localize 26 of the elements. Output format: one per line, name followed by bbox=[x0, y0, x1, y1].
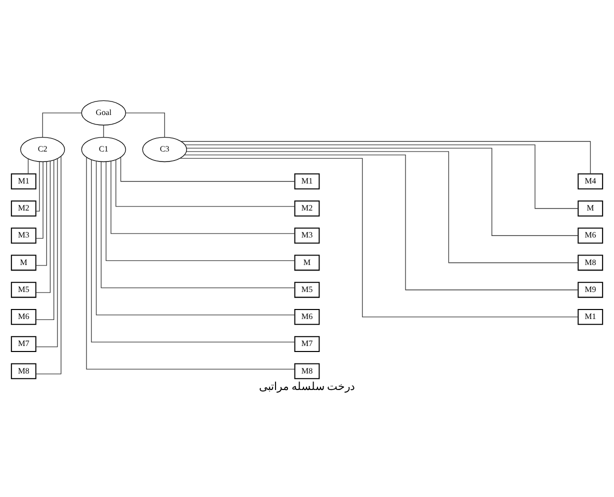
connector bbox=[36, 161, 40, 212]
connector bbox=[42, 112, 82, 138]
connector bbox=[103, 124, 104, 138]
connector bbox=[120, 156, 296, 182]
connector bbox=[36, 156, 62, 374]
connector bbox=[100, 161, 296, 288]
connector bbox=[186, 148, 578, 236]
connector bbox=[184, 144, 578, 209]
caption: درخت سلسله مراتبی bbox=[258, 381, 356, 394]
connector bbox=[106, 162, 296, 262]
connector bbox=[91, 160, 296, 342]
connector bbox=[36, 158, 58, 348]
connector bbox=[186, 151, 578, 264]
connector bbox=[125, 112, 165, 138]
connector bbox=[184, 154, 578, 290]
connector bbox=[110, 160, 296, 234]
connector bbox=[116, 159, 296, 207]
connector bbox=[36, 160, 51, 293]
connector bbox=[36, 160, 54, 320]
connector bbox=[86, 157, 295, 370]
connector bbox=[96, 160, 296, 316]
connector bbox=[36, 162, 44, 239]
connector bbox=[28, 158, 29, 174]
connector bbox=[36, 161, 47, 266]
connector bbox=[180, 158, 578, 318]
connector bbox=[180, 141, 591, 174]
